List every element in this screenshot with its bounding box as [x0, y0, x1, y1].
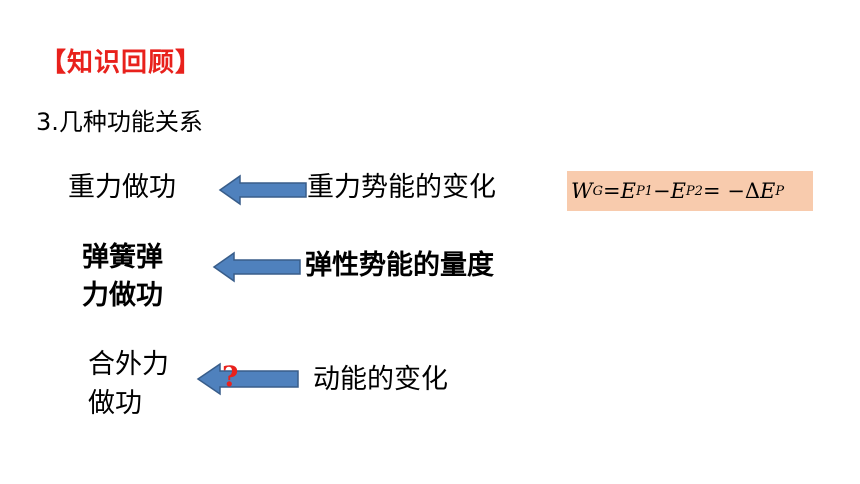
formula-w-sub: G: [592, 183, 603, 199]
formula-minus: −: [652, 179, 671, 203]
left-arrow-icon: [218, 174, 307, 206]
slide-subtitle: 3.几种功能关系: [36, 108, 203, 136]
row2-right-label: 弹性势能的量度: [305, 250, 494, 281]
slide-title: 【知识回顾】: [40, 48, 203, 78]
formula-e3-sub: P: [775, 183, 785, 199]
formula-e2: E: [670, 179, 686, 203]
formula-e2-sub: P2: [685, 183, 703, 199]
row2-left-label-line2: 力做功: [82, 280, 163, 311]
formula-e3: E: [760, 179, 776, 203]
formula-e1: E: [620, 179, 636, 203]
formula-eq2: = −Δ: [702, 179, 760, 203]
row3-left-label-line2: 做功: [88, 388, 142, 419]
row1-right-label: 重力势能的变化: [307, 172, 496, 203]
formula-e1-sub: P1: [635, 183, 653, 199]
row3-right-label: 动能的变化: [313, 364, 448, 395]
left-arrow-icon: [212, 251, 301, 283]
row1-left-label: 重力做功: [68, 172, 176, 203]
formula-eq1: =: [602, 179, 621, 203]
question-mark-icon: ?: [222, 360, 239, 393]
row2-left-label-line1: 弹簧弹: [82, 242, 163, 273]
formula-w: W: [571, 179, 593, 203]
row3-left-label-line1: 合外力: [88, 349, 169, 380]
left-arrow-icon: [196, 362, 299, 396]
